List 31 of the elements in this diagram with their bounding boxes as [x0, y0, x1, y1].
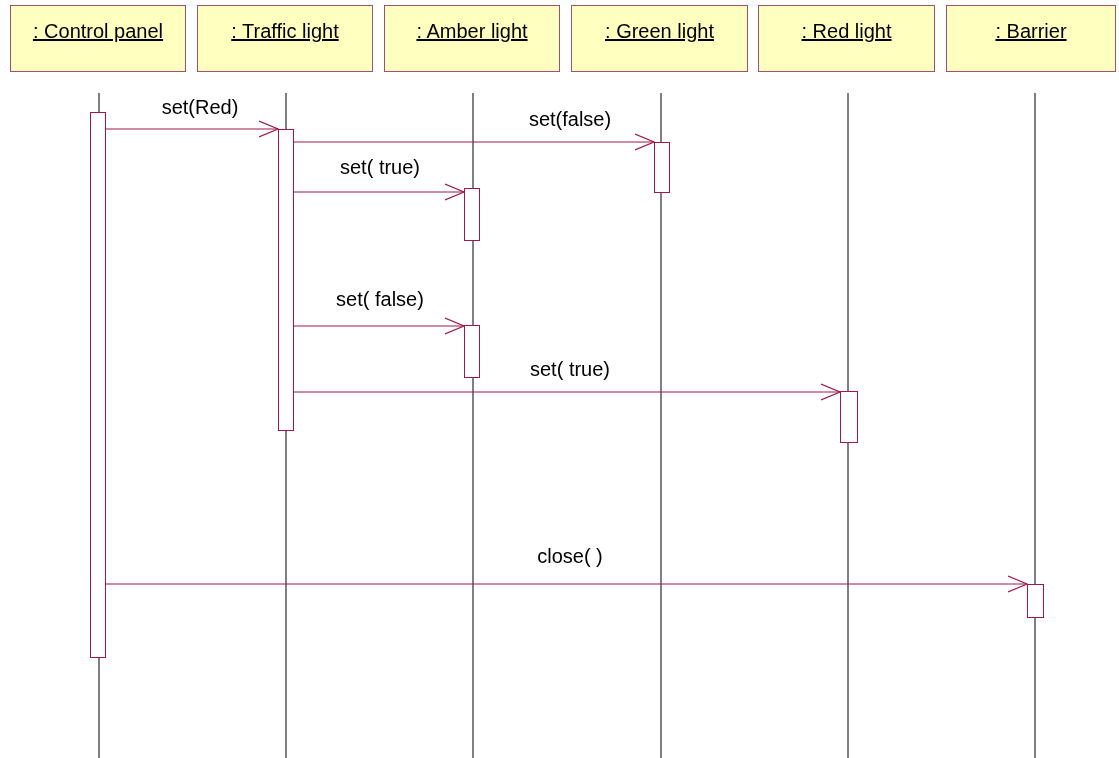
message-arrow — [105, 120, 279, 138]
message-arrow — [293, 383, 841, 401]
object-box — [197, 5, 373, 72]
message-label: set( true) — [340, 156, 420, 178]
message-arrow — [293, 317, 465, 335]
object-name: : Green light — [605, 20, 714, 43]
object-name: : Control panel — [32, 20, 164, 43]
message-label: set(Red) — [161, 96, 239, 118]
object-box — [758, 5, 935, 72]
message-label: set(false) — [528, 108, 612, 130]
message-arrow — [105, 575, 1028, 593]
activation-bar — [840, 391, 858, 443]
message-label: set( true) — [530, 358, 610, 380]
message-arrow — [293, 183, 465, 201]
object-box — [384, 5, 560, 72]
object-box — [946, 5, 1116, 72]
activation-bar — [278, 129, 294, 431]
object-name: : Amber light — [416, 20, 528, 43]
activation-bar — [464, 188, 480, 241]
activation-bar — [1027, 584, 1044, 618]
activation-bar — [654, 142, 670, 193]
message-label: set( false) — [336, 288, 424, 310]
object-box — [10, 5, 186, 72]
message-label: close( ) — [537, 545, 603, 567]
object-name: : Traffic light — [231, 20, 339, 43]
activation-bar — [464, 325, 480, 378]
activation-bar — [90, 112, 106, 658]
object-name: : Barrier — [995, 20, 1067, 43]
object-name: : Red light — [801, 20, 892, 43]
message-arrow — [293, 133, 655, 151]
object-box — [571, 5, 748, 72]
